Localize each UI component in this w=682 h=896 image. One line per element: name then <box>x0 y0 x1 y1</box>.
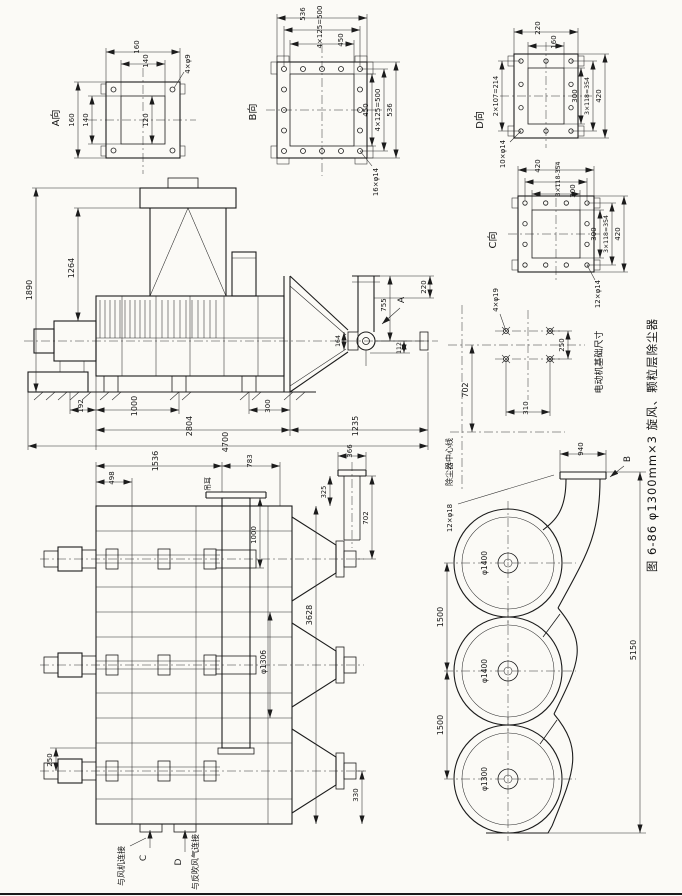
dim-label: 1890 <box>25 280 34 300</box>
dim-label: 160 <box>133 40 141 53</box>
dim-label: 2804 <box>185 416 194 436</box>
dim-label: φ1306 <box>259 650 268 674</box>
dim-label: 112 <box>396 342 403 354</box>
view-arrow-c: C <box>139 855 149 861</box>
holes-note: 12×φ14 <box>594 279 602 308</box>
dim-label: 4×125=500 <box>374 89 382 132</box>
dim-label: 366 <box>346 444 354 458</box>
dim-label: 702 <box>461 382 470 397</box>
cyclone-2-diameter: φ1400 <box>480 659 489 683</box>
dim-label: 300 <box>569 184 577 197</box>
cyclone-3-diameter: φ1300 <box>480 767 489 791</box>
dim-label: 3×118=354 <box>584 77 591 115</box>
dim-label: 536 <box>299 7 307 21</box>
dim-label: 420 <box>534 159 542 172</box>
filter-body <box>95 295 285 393</box>
dim-label: 1000 <box>250 526 258 544</box>
support-frame <box>139 177 257 297</box>
dim-label: 220 <box>420 280 428 293</box>
dim-label: 1536 <box>151 451 160 471</box>
top-flange-label: 吊耳 <box>204 477 212 491</box>
dim-label: 450 <box>362 103 370 116</box>
view-arrow-b: B <box>623 456 633 462</box>
dim-label: 498 <box>108 471 116 484</box>
unit-1 <box>40 516 364 602</box>
dim-label: 702 <box>362 511 370 524</box>
view-b-flange: 536 4×125=500 450 450 4×125=500 536 16×φ… <box>246 6 400 196</box>
centerline-label: 除尘器中心线 <box>444 438 454 486</box>
figure-caption: 图 6-86 φ1300mm×3 旋风、颗粒层除尘器 <box>645 318 659 572</box>
dim-label: 310 <box>522 401 530 414</box>
inlet-manifold <box>486 471 607 834</box>
dim-label: 3×118-354 <box>555 161 562 196</box>
dim-label: 1500 <box>436 607 445 627</box>
unit-3 <box>40 728 364 814</box>
view-d-label: D向 <box>473 111 486 129</box>
dim-label: 160 <box>68 113 76 126</box>
view-arrow-d: D <box>174 858 184 865</box>
cyclone-1-diameter: φ1400 <box>480 551 489 575</box>
cyclone-cone <box>283 275 429 393</box>
dim-label: 300 <box>571 89 579 102</box>
view-c-flange: 420 3×118-354 300 300 3×118=354 420 12×φ… <box>486 159 628 308</box>
view-c-label: C向 <box>486 232 499 249</box>
inlet-stub <box>337 462 367 548</box>
dim-label: 325 <box>320 486 328 499</box>
dim-label: 192 <box>77 399 85 412</box>
dim-label: 120 <box>142 113 150 126</box>
dim-label: 755 <box>380 298 388 311</box>
view-a-label: A向 <box>49 110 62 127</box>
dim-label: 140 <box>142 54 150 67</box>
dim-label: 300 <box>590 227 598 240</box>
dim-label: 250 <box>46 753 54 766</box>
plan-view: φ1400 φ1400 φ1300 940 B 12×φ18 1500 1500… <box>436 442 646 841</box>
unit-2 <box>40 622 364 708</box>
motor-foundation: 4×φ19 250 310 702 除尘器中心线 电动机基础尺寸 <box>444 288 605 492</box>
dim-label: 3628 <box>305 605 314 625</box>
dim-label: 1264 <box>67 258 76 278</box>
dim-label: 1235 <box>351 416 360 436</box>
holes-note: 10×φ14 <box>499 139 507 168</box>
dim-label: 4700 <box>221 432 230 452</box>
front-view: 吊耳 1536 783 498 366 325 702 1000 3628 φ1… <box>40 444 376 890</box>
dim-label: 420 <box>595 89 603 102</box>
dim-label: 940 <box>577 442 585 455</box>
dim-label: 4×125=500 <box>316 6 324 49</box>
view-b-label: B向 <box>246 104 259 121</box>
note-backblow-connection: 与反吹风气连接 <box>190 834 200 890</box>
dim-label: 3×118=354 <box>603 215 610 253</box>
note-fan-connection: 与风机连接 <box>116 846 126 886</box>
dim-label: 5150 <box>629 640 638 660</box>
holes-note: 12×φ18 <box>446 504 454 532</box>
holes-note: 4×φ9 <box>184 54 192 73</box>
side-elevation: 755 112 164 220 A 1890 1264 192 1000 300… <box>24 177 438 452</box>
exhaust-duct <box>205 491 267 755</box>
dim-label: 300 <box>264 399 272 412</box>
holes-note: 4×φ19 <box>492 288 500 312</box>
dim-label: 250 <box>558 338 566 351</box>
dim-label: 783 <box>246 454 254 467</box>
dim-label: 140 <box>82 113 90 126</box>
dim-label: 330 <box>352 788 360 801</box>
view-d-flange: 220 160 2×107=214 300 3×118=354 420 10×φ… <box>473 21 609 168</box>
dim-label: 220 <box>534 21 542 34</box>
dim-label: 536 <box>386 103 394 117</box>
dim-label: 420 <box>614 227 622 240</box>
dim-label: 2×107=214 <box>492 76 500 116</box>
dim-label: 164 <box>335 335 342 347</box>
view-a-flange: 160 140 160 140 120 4×φ9 A向 <box>49 40 196 174</box>
dim-label: 1500 <box>436 715 445 735</box>
drive-motor <box>27 320 97 393</box>
dim-label: 450 <box>337 33 345 46</box>
foundation-caption: 电动机基础尺寸 <box>593 330 605 393</box>
dim-label: 160 <box>550 35 558 48</box>
view-arrow-a: A <box>397 296 407 303</box>
dim-label: 1000 <box>130 396 139 416</box>
holes-note: 16×φ14 <box>372 167 380 196</box>
